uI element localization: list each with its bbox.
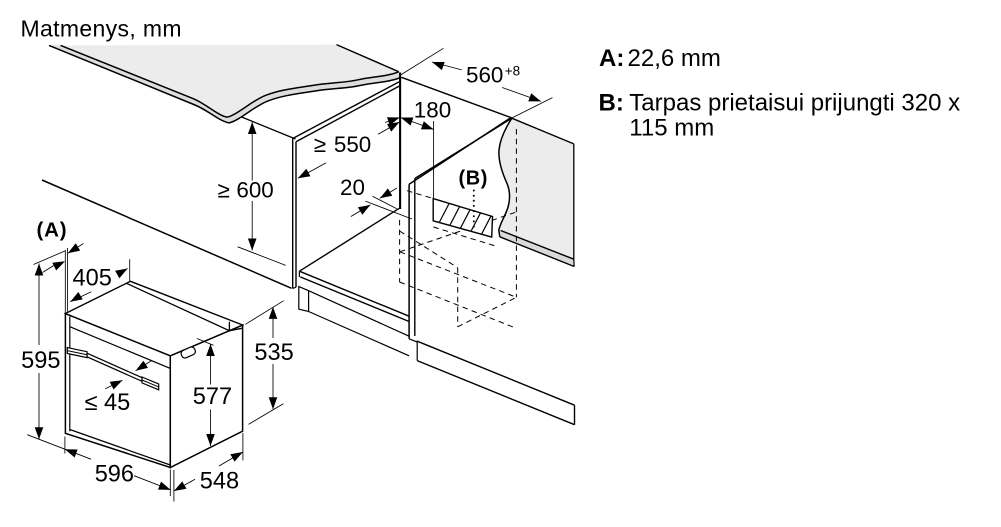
svg-text:535: 535 — [254, 340, 293, 366]
svg-text:Matmenys, mm: Matmenys, mm — [21, 16, 182, 42]
svg-text:≤: ≤ — [85, 390, 98, 416]
svg-text:548: 548 — [200, 469, 239, 495]
svg-text:(B): (B) — [459, 167, 489, 189]
svg-text:115 mm: 115 mm — [629, 115, 714, 142]
svg-text:560: 560 — [466, 63, 503, 88]
svg-text:405: 405 — [73, 266, 112, 292]
svg-text:45: 45 — [104, 390, 130, 416]
svg-text:(A): (A) — [37, 219, 68, 242]
svg-text:595: 595 — [21, 348, 60, 374]
svg-text:22,6 mm: 22,6 mm — [628, 45, 721, 72]
svg-text:B:: B: — [599, 89, 624, 116]
svg-text:550: 550 — [334, 132, 371, 157]
svg-text:20: 20 — [340, 175, 365, 200]
svg-text:600: 600 — [236, 177, 273, 202]
svg-text:Tarpas prietaisui prijungti 32: Tarpas prietaisui prijungti 320 x — [629, 89, 960, 116]
svg-text:+8: +8 — [505, 63, 520, 78]
svg-text:≥: ≥ — [218, 177, 230, 202]
svg-text:180: 180 — [414, 98, 451, 123]
svg-text:≥: ≥ — [314, 132, 326, 157]
svg-text:596: 596 — [95, 461, 134, 487]
svg-text:577: 577 — [193, 384, 232, 410]
svg-text:A:: A: — [599, 45, 624, 72]
